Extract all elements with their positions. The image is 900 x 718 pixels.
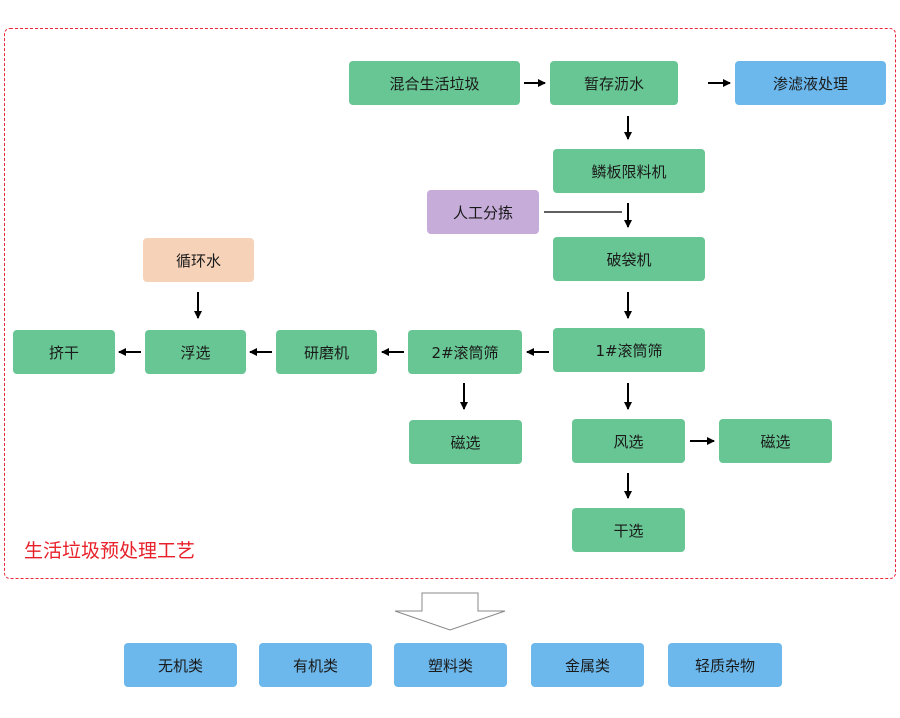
node-trommel-1: 1#滚筒筛 — [553, 328, 705, 372]
node-magnetic-right: 磁选 — [719, 419, 832, 463]
big-down-arrow — [394, 592, 506, 631]
node-scale-feeder: 鳞板限料机 — [553, 149, 705, 193]
node-temp-storage: 暂存沥水 — [550, 61, 678, 105]
output-plastic: 塑料类 — [394, 643, 507, 687]
node-manual-sorting: 人工分拣 — [427, 190, 539, 234]
output-metal: 金属类 — [531, 643, 644, 687]
preprocess-frame — [4, 28, 896, 579]
node-bag-breaker: 破袋机 — [553, 237, 705, 281]
node-air-separation: 风选 — [572, 419, 685, 463]
output-organic: 有机类 — [259, 643, 372, 687]
node-magnetic-left: 磁选 — [409, 420, 522, 464]
node-squeeze-dry: 挤干 — [13, 330, 115, 374]
output-light-debris: 轻质杂物 — [668, 643, 782, 687]
diagram-title: 生活垃圾预处理工艺 — [24, 540, 196, 562]
output-inorganic: 无机类 — [124, 643, 237, 687]
node-mixed-waste: 混合生活垃圾 — [349, 61, 520, 105]
node-leachate: 渗滤液处理 — [735, 61, 886, 105]
node-circulating-water: 循环水 — [143, 238, 254, 282]
node-trommel-2: 2#滚筒筛 — [408, 330, 522, 374]
node-flotation: 浮选 — [145, 330, 246, 374]
node-dry-separation: 干选 — [572, 508, 685, 552]
node-grinder: 研磨机 — [276, 330, 377, 374]
